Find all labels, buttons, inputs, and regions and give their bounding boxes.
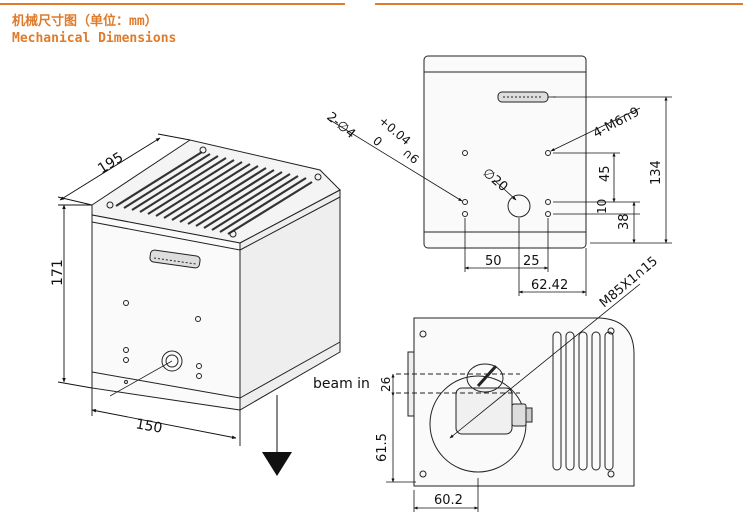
label-holes: 2-∅4	[323, 110, 358, 142]
iso-right-face	[239, 189, 341, 411]
dim-25: 25	[523, 254, 540, 269]
label-beam-in: beam in	[313, 376, 370, 392]
iso-screw	[229, 230, 237, 238]
iso-aperture	[161, 350, 183, 372]
dim-10: 10	[595, 199, 609, 214]
dim-45: 45	[598, 165, 613, 182]
label-tolerance-plus: +0.04	[376, 114, 413, 148]
side-vent-slots	[552, 331, 614, 471]
iso-cooling-fins	[115, 151, 313, 235]
front-aperture	[507, 194, 531, 218]
dim-134: 134	[649, 160, 664, 185]
title-english: Mechanical Dimensions	[12, 31, 177, 46]
dim-60-2: 60.2	[434, 493, 463, 508]
dim-38: 38	[617, 213, 632, 230]
dim-26: 26	[379, 377, 393, 392]
iso-front-face	[91, 214, 241, 411]
front-outline	[423, 55, 587, 249]
title-chinese: 机械尺寸图（单位：mm）	[12, 14, 158, 29]
label-hole-depth: ∩6	[400, 146, 422, 167]
iso-screw	[314, 173, 322, 181]
dim-iso-width: 150	[134, 416, 163, 436]
front-dimensions	[329, 96, 672, 296]
iso-db25-connector	[149, 249, 201, 269]
header-rule-left	[0, 3, 345, 5]
label-thread: M85X1∩15	[597, 254, 661, 311]
iso-screw	[106, 201, 114, 209]
isometric-view	[91, 139, 341, 411]
dim-50: 50	[485, 254, 502, 269]
side-dimensions	[386, 283, 641, 512]
iso-dimensions	[57, 133, 241, 446]
dim-iso-height: 171	[50, 259, 66, 286]
side-beam-port	[466, 363, 504, 393]
label-threads: 4-M6∩9	[591, 105, 642, 142]
front-view	[423, 55, 587, 249]
header-rule-right	[375, 3, 743, 5]
dim-iso-depth: 195	[95, 150, 126, 178]
beam-arrow-icon	[262, 452, 292, 476]
dim-61-5: 61.5	[375, 433, 390, 462]
dim-62-42: 62.42	[531, 278, 568, 293]
label-tolerance-zero: 0	[370, 134, 385, 150]
iso-screw	[199, 146, 207, 154]
side-view	[396, 317, 635, 487]
